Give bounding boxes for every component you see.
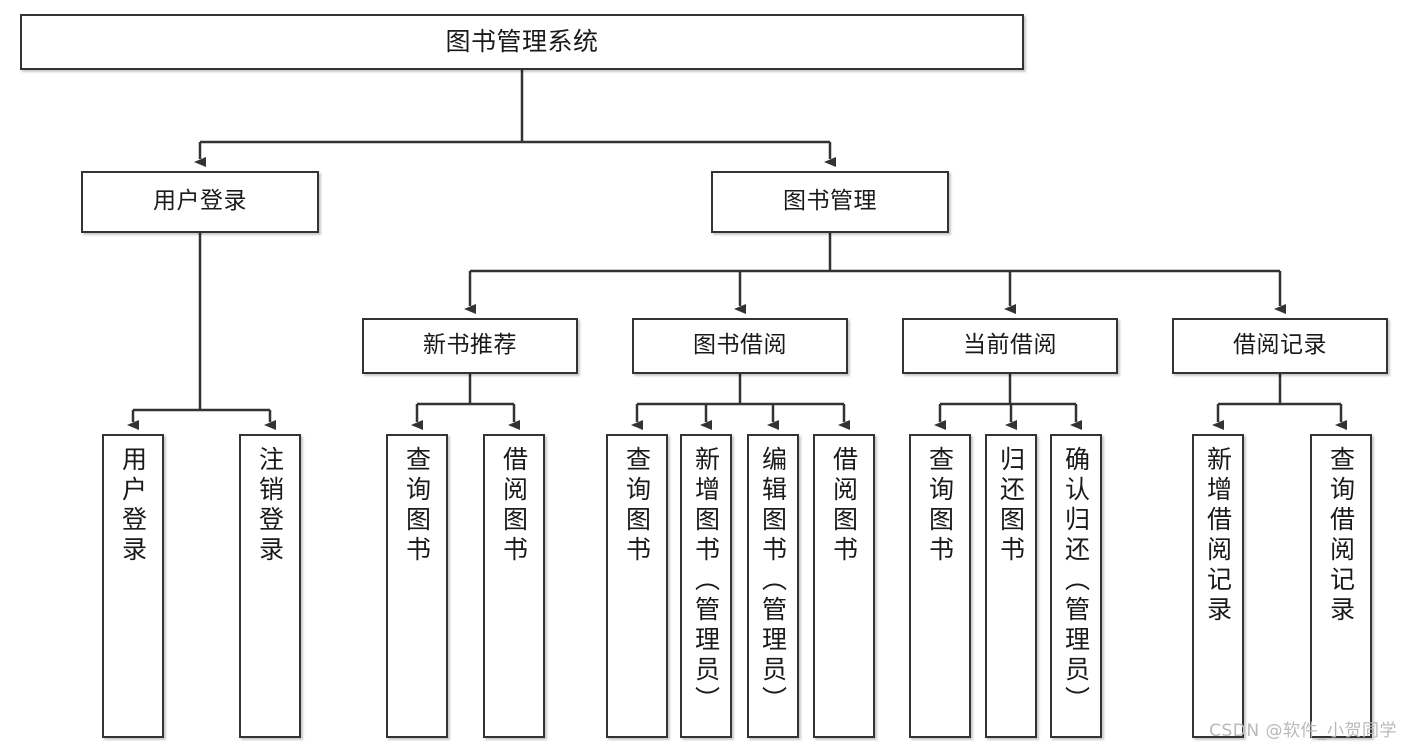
- node-leaf-query-borrow-record-label: 查询借阅记录: [1326, 446, 1356, 626]
- node-level2-new-book-recommend[interactable]: 新书推荐: [362, 318, 578, 374]
- node-leaf-query-borrow-record[interactable]: 查询借阅记录: [1310, 434, 1372, 738]
- node-level1-user-login[interactable]: 用户登录: [81, 171, 319, 233]
- node-leaf-borrow-book[interactable]: 借阅图书: [813, 434, 875, 738]
- node-level2-borrow-record[interactable]: 借阅记录: [1172, 318, 1388, 374]
- node-level2-new-book-recommend-label: 新书推荐: [423, 332, 517, 359]
- node-leaf-query-book-recommend-label: 查询图书: [402, 446, 432, 566]
- node-leaf-edit-book-admin-label: 编辑图书（管理员）: [758, 446, 788, 716]
- node-root-label: 图书管理系统: [445, 27, 599, 56]
- node-level2-current-borrow[interactable]: 当前借阅: [902, 318, 1118, 374]
- node-leaf-confirm-return-admin[interactable]: 确认归还（管理员）: [1050, 434, 1102, 738]
- node-leaf-user-login-label: 用户登录: [118, 446, 148, 566]
- node-leaf-return-book[interactable]: 归还图书: [985, 434, 1037, 738]
- node-level1-book-management-label: 图书管理: [783, 188, 877, 215]
- node-leaf-query-book-current-label: 查询图书: [925, 446, 955, 566]
- node-leaf-query-book-current[interactable]: 查询图书: [909, 434, 971, 738]
- node-leaf-add-book-admin-label: 新增图书（管理员）: [691, 446, 721, 716]
- node-leaf-user-login[interactable]: 用户登录: [102, 434, 164, 738]
- node-leaf-query-book-borrow[interactable]: 查询图书: [606, 434, 668, 738]
- node-leaf-borrow-book-label: 借阅图书: [829, 446, 859, 566]
- node-leaf-edit-book-admin[interactable]: 编辑图书（管理员）: [747, 434, 799, 738]
- node-leaf-return-book-label: 归还图书: [996, 446, 1026, 566]
- node-leaf-logout-label: 注销登录: [255, 446, 285, 566]
- node-level2-book-borrow-label: 图书借阅: [693, 332, 787, 359]
- node-level1-user-login-label: 用户登录: [153, 188, 247, 215]
- node-leaf-borrow-book-recommend-label: 借阅图书: [499, 446, 529, 566]
- node-leaf-logout[interactable]: 注销登录: [239, 434, 301, 738]
- node-level2-borrow-record-label: 借阅记录: [1233, 332, 1327, 359]
- node-leaf-add-book-admin[interactable]: 新增图书（管理员）: [680, 434, 732, 738]
- node-leaf-query-book-borrow-label: 查询图书: [622, 446, 652, 566]
- node-leaf-query-book-recommend[interactable]: 查询图书: [386, 434, 448, 738]
- node-level1-book-management[interactable]: 图书管理: [711, 171, 949, 233]
- node-level2-book-borrow[interactable]: 图书借阅: [632, 318, 848, 374]
- watermark: CSDN @软件_小贺同学: [1209, 721, 1397, 741]
- node-leaf-borrow-book-recommend[interactable]: 借阅图书: [483, 434, 545, 738]
- node-level2-current-borrow-label: 当前借阅: [963, 332, 1057, 359]
- node-leaf-confirm-return-admin-label: 确认归还（管理员）: [1061, 446, 1091, 716]
- node-leaf-add-borrow-record-label: 新增借阅记录: [1203, 446, 1233, 626]
- node-root[interactable]: 图书管理系统: [20, 14, 1024, 70]
- node-leaf-add-borrow-record[interactable]: 新增借阅记录: [1192, 434, 1244, 738]
